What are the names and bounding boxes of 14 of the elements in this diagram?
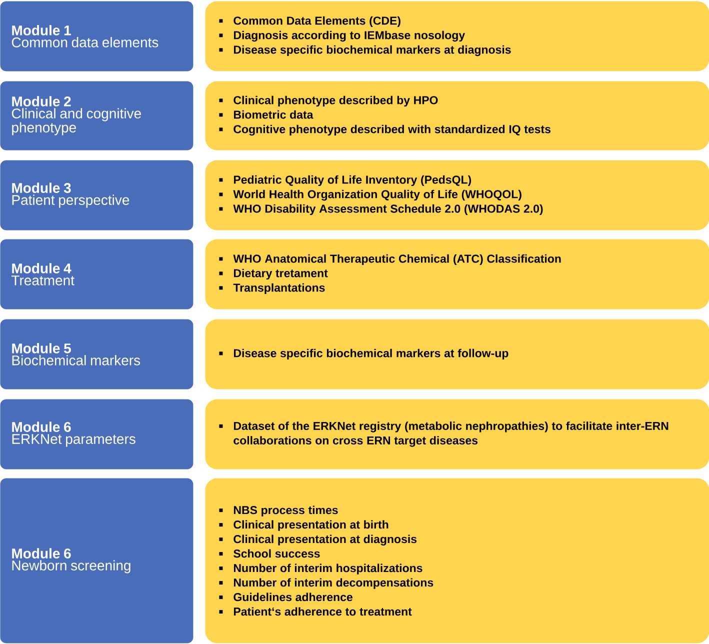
module-box: Module 1 Common data elements — [0, 1, 194, 72]
bullet-list-box: Common Data Elements (CDE) Diagnosis according to IEMbase nosology Disease specific biochemical markers at diagnosis — [205, 1, 709, 72]
module-box: Module 4 Treatment — [0, 239, 194, 310]
bullet-list-box: Disease specific biochemical markers at follow-up — [205, 319, 709, 390]
bullet-list-box: Pediatric Quality of Life Inventory (PedsQL) World Health Organization Quality of Life (WHOQOL) WHO Disability Assessment Schedule 2.0 (WHODAS 2.0) — [205, 160, 709, 230]
module-box: Module 6 ERKNet parameters — [0, 399, 194, 470]
module-box: Module 2 Clinical and cognitive phenotype — [0, 81, 194, 150]
module-box: Module 6 Newborn screening — [0, 478, 194, 644]
module-box: Module 5 Biochemical markers — [0, 319, 194, 390]
bullet-list-box: WHO Anatomical Therapeutic Chemical (ATC) Classification Dietary tretament Transplantations — [205, 239, 709, 310]
module-box: Module 3 Patient perspective — [0, 160, 194, 230]
bullet-list-box: Clinical phenotype described by HPO Biometric data Cognitive phenotype described with standardized IQ tests — [205, 81, 709, 150]
bullet-list-box: NBS process times Clinical presentation at birth Clinical presentation at diagnosis School success Number of interim hospitalizations Number of interim decompensations Guidelines adherence Patient‘s adherence to treatment — [205, 478, 709, 644]
bullet-list-box: Dataset of the ERKNet registry (metabolic nephropathies) to facilitate inter-ERN collaborations on cross ERN target diseases — [205, 399, 709, 470]
